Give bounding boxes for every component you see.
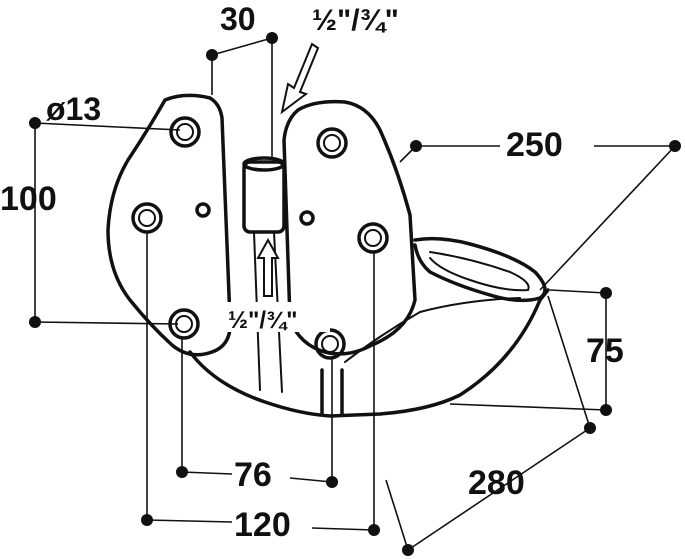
- left-mounting-plate: [106, 93, 232, 357]
- hole-mid-right: [357, 222, 389, 254]
- top-inlet-arrow: [280, 42, 320, 115]
- bowl-front-edge: [344, 297, 521, 363]
- label-bowl-height: 75: [586, 332, 624, 370]
- labels: ½"/¾" ½"/¾" 30 ø13 100 250 75 280 76 120: [0, 1, 624, 544]
- hole-top-left: [169, 116, 201, 148]
- bowl-rim: [413, 236, 547, 303]
- hole-small-right: [299, 210, 315, 226]
- drain-tube: [320, 368, 344, 417]
- valve-housing: [242, 160, 286, 234]
- label-hole-spacing-outer: 120: [234, 506, 291, 544]
- label-hole-spacing-inner: 76: [234, 456, 272, 494]
- label-width-overall: 250: [506, 126, 563, 164]
- hole-small-left: [195, 202, 211, 218]
- label-bottom-thread: ½"/¾": [228, 307, 297, 334]
- bowl-shell: [188, 288, 550, 418]
- bottom-inlet-arrow: [256, 237, 280, 297]
- label-height: 100: [0, 180, 57, 218]
- dimension-lines: [29, 32, 681, 556]
- label-hole-diameter: ø13: [46, 91, 101, 127]
- arrows: [256, 42, 320, 297]
- hole-mid-left: [131, 202, 163, 234]
- bowl-body: [106, 93, 550, 418]
- label-depth: 280: [468, 464, 525, 502]
- label-top-offset: 30: [220, 1, 256, 37]
- bowl-rim-inner: [429, 251, 530, 292]
- label-top-thread: ½"/¾": [312, 4, 399, 37]
- hole-top-right: [316, 127, 348, 159]
- valve-top: [242, 156, 286, 172]
